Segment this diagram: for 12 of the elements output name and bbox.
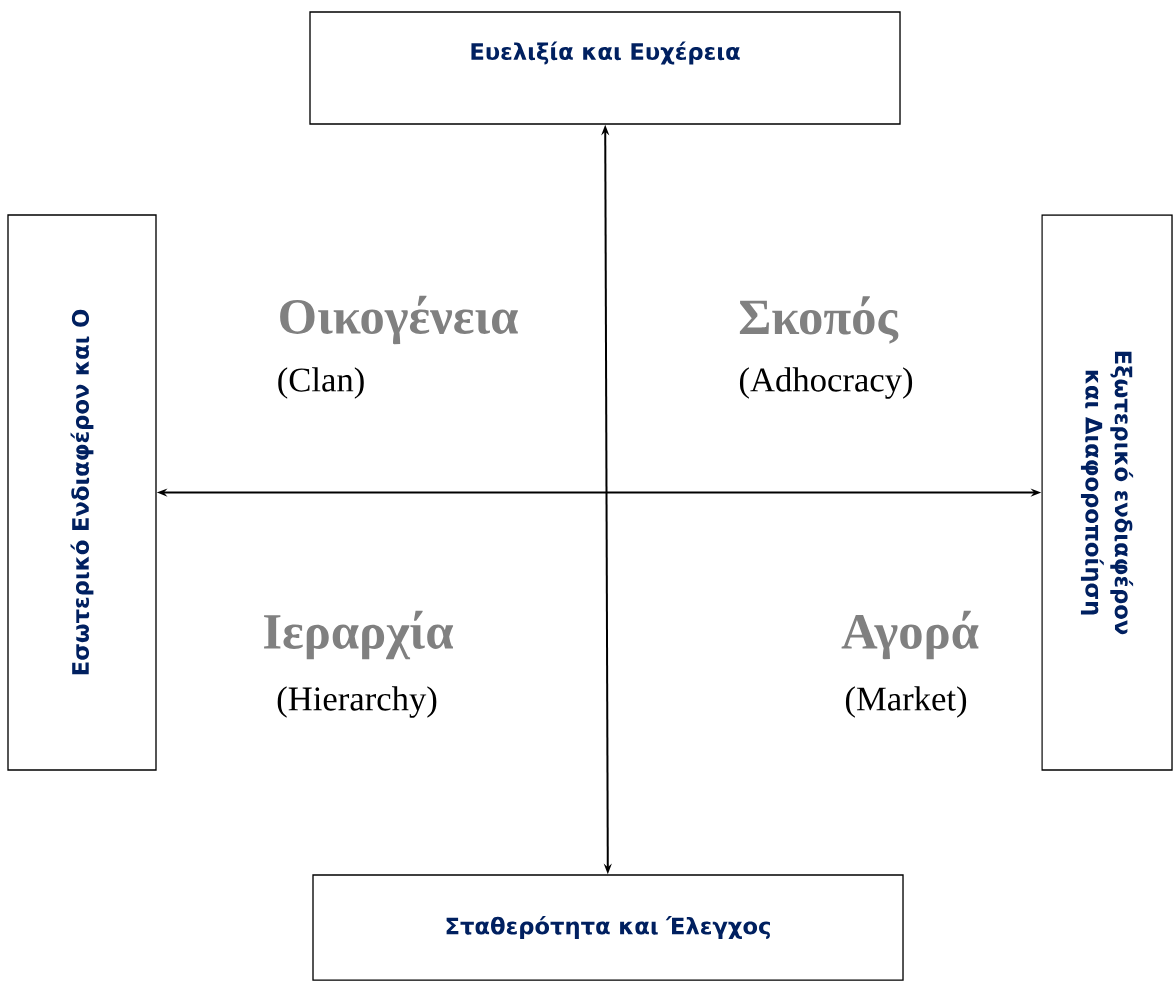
- quadrant-subtitle: (Market): [845, 686, 967, 718]
- label-box: Εσωτερικό Ενδιαφέρον και Ο: [7, 214, 157, 771]
- quadrant-subtitle: (Clan): [278, 367, 364, 399]
- quadrant-title: Οικογένεια: [280, 295, 518, 345]
- quadrant-title: Σκοπός: [739, 296, 899, 344]
- quadrant-subtitle: (Adhocracy): [739, 367, 913, 399]
- label-box: Ευελιξία και Ευχέρεια: [309, 11, 901, 125]
- label-box: Εξωτερικό ενδιαφέρον και Διαφοροποίηση: [1041, 214, 1173, 771]
- quadrant-subtitle: (Hierarchy): [277, 686, 437, 718]
- quadrant-title: Αγορά: [841, 610, 979, 660]
- quadrant-title: Ιεραρχία: [264, 610, 454, 660]
- label-box: Σταθερότητα και Έλεγχος: [312, 874, 904, 981]
